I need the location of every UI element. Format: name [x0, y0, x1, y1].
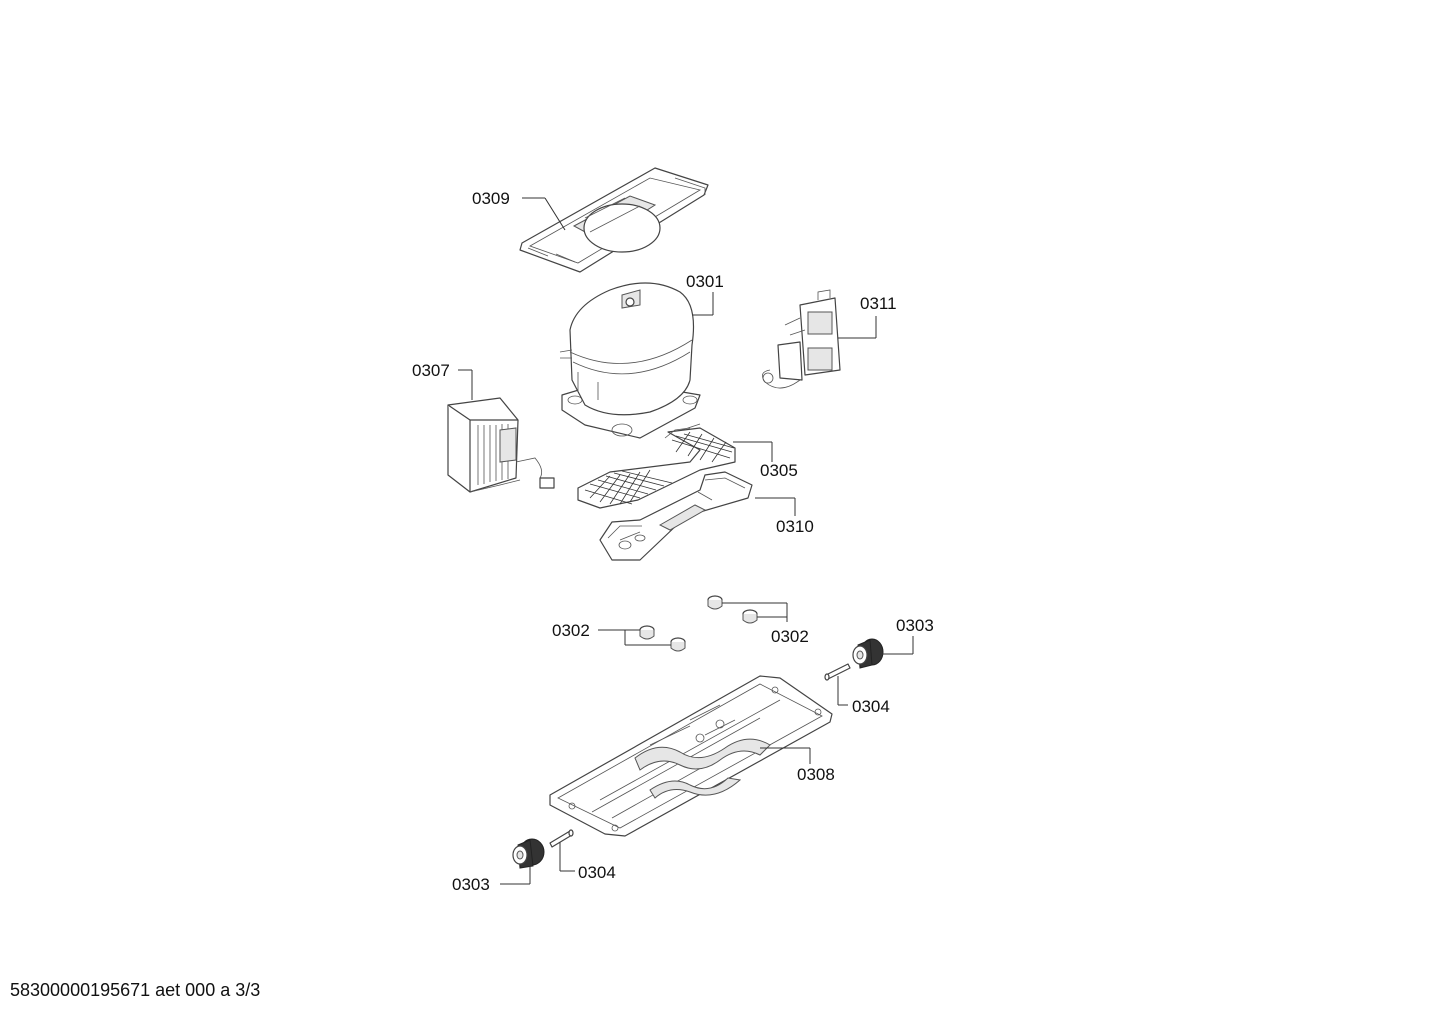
drip-tray-part	[599, 471, 753, 561]
callout-0310: 0310	[776, 517, 814, 536]
callout-0305: 0305	[760, 461, 798, 480]
label-0301: 0301	[686, 272, 724, 316]
base-plate-part	[549, 675, 833, 837]
axle-left-part	[549, 829, 574, 848]
compressor-part	[559, 282, 701, 439]
electronic-box-part	[447, 397, 555, 493]
fan-housing-part	[519, 167, 709, 273]
label-0302-left: 0302	[552, 621, 671, 646]
label-0309: 0309	[472, 189, 566, 231]
callout-0302-right: 0302	[771, 627, 809, 646]
label-0304-left: 0304	[559, 842, 616, 882]
label-0303-right: 0303	[882, 616, 934, 655]
callout-0303-right: 0303	[896, 616, 934, 635]
roller-left-part	[512, 838, 545, 869]
roller-right-part	[852, 638, 884, 669]
callout-0308: 0308	[797, 765, 835, 784]
label-0305: 0305	[733, 441, 798, 480]
grommets-left-part	[639, 625, 686, 652]
label-0303-left: 0303	[452, 866, 531, 894]
label-0310: 0310	[755, 497, 814, 536]
callout-0304-left: 0304	[578, 863, 616, 882]
callout-0301: 0301	[686, 272, 724, 291]
callout-0303-left: 0303	[452, 875, 490, 894]
grid-panel-part	[577, 423, 736, 509]
label-0307: 0307	[412, 361, 473, 400]
relay-unit-part	[762, 289, 841, 389]
grommets-right-part	[707, 595, 758, 624]
label-0302-right: 0302	[722, 602, 809, 646]
document-id-footer: 58300000195671 aet 000 a 3/3	[10, 980, 261, 1000]
callout-0307: 0307	[412, 361, 450, 380]
callout-0311: 0311	[860, 294, 897, 313]
callout-0304-right: 0304	[852, 697, 890, 716]
label-0311: 0311	[838, 294, 897, 339]
label-0304-right: 0304	[837, 676, 890, 716]
label-0308: 0308	[760, 747, 835, 784]
callout-0309: 0309	[472, 189, 510, 208]
callout-0302-left: 0302	[552, 621, 590, 640]
axle-right-part	[824, 663, 851, 681]
